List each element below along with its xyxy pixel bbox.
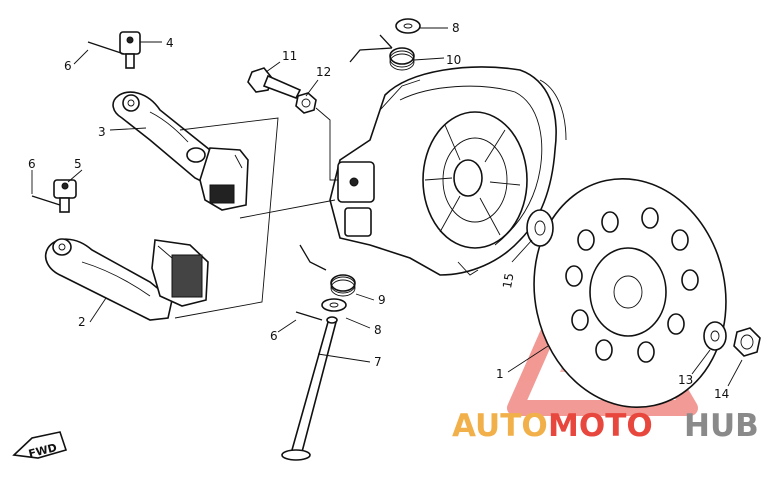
callout-2: 2: [78, 315, 86, 329]
cotter-pin-6-bottom: [295, 311, 323, 321]
brake-disc: [533, 177, 727, 409]
watermark-auto: AUTO: [452, 408, 548, 444]
callout-3: 3: [98, 125, 106, 139]
pivot-pin-4: [119, 31, 141, 69]
washer-8-lower: [321, 298, 347, 312]
callout-14: 14: [714, 387, 729, 401]
callout-4: 4: [166, 36, 174, 50]
spring-10: [349, 34, 415, 71]
brake-pad-lower: [151, 239, 209, 307]
callout-13: 13: [678, 373, 693, 387]
callout-7: 7: [374, 355, 382, 369]
callout-6-bottom: 6: [270, 329, 278, 343]
disc-holes: [565, 207, 699, 363]
long-pin-7: [281, 316, 338, 461]
brake-pad-upper: [199, 147, 249, 211]
callout-12: 12: [316, 65, 331, 79]
callout-6-left: 6: [28, 157, 36, 171]
brake-housing: [329, 66, 567, 276]
pivot-pin-5: [53, 179, 77, 213]
washer-15: [526, 209, 554, 247]
callout-15: 15: [500, 272, 516, 289]
caliper-arm-2: [44, 238, 173, 321]
callout-10: 10: [446, 53, 461, 67]
callout-8-bottom: 8: [374, 323, 382, 337]
cotter-pin-6-top: [87, 41, 125, 55]
nut-14: [733, 327, 761, 357]
bolt-11: [247, 67, 302, 100]
watermark-hub: HUB: [684, 408, 759, 444]
leader-lines: [31, 27, 743, 387]
cotter-pin-6-left: [31, 195, 61, 206]
watermark-moto: MOTO: [548, 408, 653, 444]
callout-11: 11: [282, 49, 297, 63]
fwd-arrow: FWD: [12, 431, 68, 461]
callout-5: 5: [74, 157, 82, 171]
washer-13: [703, 321, 727, 351]
callout-9: 9: [378, 293, 386, 307]
watermark-text: AUTO MOTO HUB: [452, 408, 759, 444]
washer-8-upper: [395, 18, 421, 34]
spring-9: [299, 244, 356, 297]
callout-8-top: 8: [452, 21, 460, 35]
callout-1: 1: [496, 367, 504, 381]
callout-labels: 4 6 3 5 6 2 11 12 8 10 9 8 7 6 15 1 13 1…: [28, 21, 729, 401]
callout-6-top: 6: [64, 59, 72, 73]
